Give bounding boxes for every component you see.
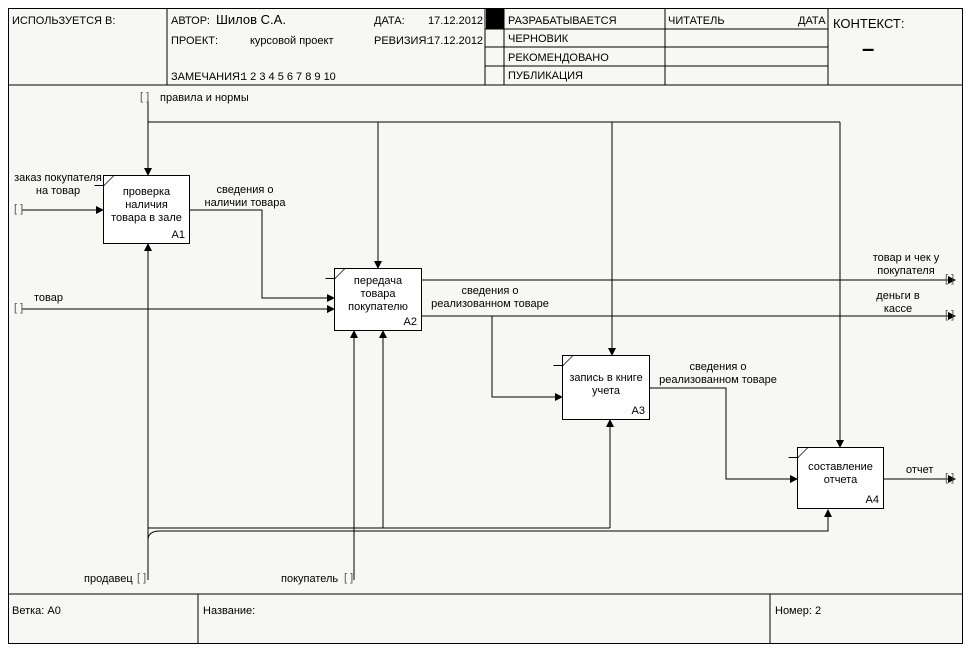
arrow-label-availability: сведения о наличии товара — [204, 184, 286, 209]
arrow-label-seller: продавец — [84, 573, 133, 585]
used-in-label: ИСПОЛЬЗУЕТСЯ В: — [12, 15, 116, 27]
box-a4-label: составление отчета — [808, 461, 873, 486]
date-label: ДАТА: — [374, 15, 405, 27]
reader-label: ЧИТАТЕЛЬ — [668, 15, 725, 27]
project-value: курсовой проект — [250, 35, 334, 47]
box-a3-label: запись в книге учета — [569, 372, 643, 397]
arrow-label-rules: правила и нормы — [160, 92, 249, 104]
tunnel-icon: [ ] — [14, 203, 24, 215]
number-label-text: Номер: — [775, 605, 812, 617]
arrow-label-goods: товар — [34, 292, 63, 304]
box-a2-label: передача товара покупателю — [348, 275, 408, 313]
number-label: Номер: 2 — [775, 605, 821, 617]
revision-value: 17.12.2012 — [428, 35, 484, 47]
project-label: ПРОЕКТ: — [171, 35, 219, 47]
notes-value: 1 2 3 4 5 6 7 8 9 10 — [241, 71, 336, 83]
tunnel-icon: [ ] — [945, 472, 955, 484]
tunnel-icon: [ ] — [140, 91, 150, 103]
author-label: АВТОР: — [171, 15, 210, 27]
tunnel-icon: [ ] — [14, 302, 24, 314]
arrow-label-report: отчет — [906, 464, 934, 476]
status-working: РАЗРАБАТЫВАЕТСЯ — [508, 15, 617, 27]
box-a3-number: A3 — [631, 405, 645, 417]
status-recommended: РЕКОМЕНДОВАНО — [508, 52, 609, 64]
function-box-a4[interactable]: составление отчета A4 — [788, 447, 884, 509]
arrow-label-order: заказ покупателя на товар — [14, 172, 102, 197]
box-a4-number: A4 — [865, 494, 879, 506]
idef0-diagram-frame — [8, 8, 963, 644]
tunnel-icon: [ ] — [945, 309, 955, 321]
arrow-label-sold-info-2: сведения о реализованном товаре — [659, 361, 777, 386]
box-a1-label: проверка наличия товара в зале — [111, 186, 182, 224]
notes-label: ЗАМЕЧАНИЯ: — [171, 71, 243, 83]
date-value: 17.12.2012 — [428, 15, 484, 27]
node-value: A0 — [47, 605, 61, 617]
context-value: – — [862, 36, 875, 61]
arrow-label-goods-receipt: товар и чек у покупателя — [872, 252, 940, 277]
function-box-a3[interactable]: запись в книге учета A3 — [553, 355, 650, 420]
arrow-label-buyer: покупатель — [281, 573, 339, 585]
function-box-a1[interactable]: проверка наличия товара в зале A1 — [94, 175, 190, 244]
tunnel-icon: [ ] — [137, 572, 147, 584]
arrow-label-sold-info: сведения о реализованном товаре — [431, 285, 549, 310]
function-box-a2[interactable]: передача товара покупателю A2 — [325, 268, 422, 331]
box-a1-number: A1 — [171, 229, 185, 241]
arrow-label-money: деньги в кассе — [876, 290, 920, 315]
box-a2-number: A2 — [403, 316, 417, 328]
tunnel-icon: [ ] — [945, 273, 955, 285]
node-label-text: Ветка: — [12, 605, 45, 617]
revision-label: РЕВИЗИЯ: — [374, 35, 430, 47]
node-label: Ветка: A0 — [12, 605, 61, 617]
author-value: Шилов С.А. — [216, 12, 286, 27]
title-label: Название: — [203, 605, 256, 617]
date2-label: ДАТА — [798, 15, 826, 27]
context-label: КОНТЕКСТ: — [833, 16, 905, 31]
status-draft: ЧЕРНОВИК — [508, 33, 569, 45]
tunnel-icon: [ ] — [344, 572, 354, 584]
status-publication: ПУБЛИКАЦИЯ — [508, 70, 583, 82]
number-value: 2 — [814, 605, 822, 617]
